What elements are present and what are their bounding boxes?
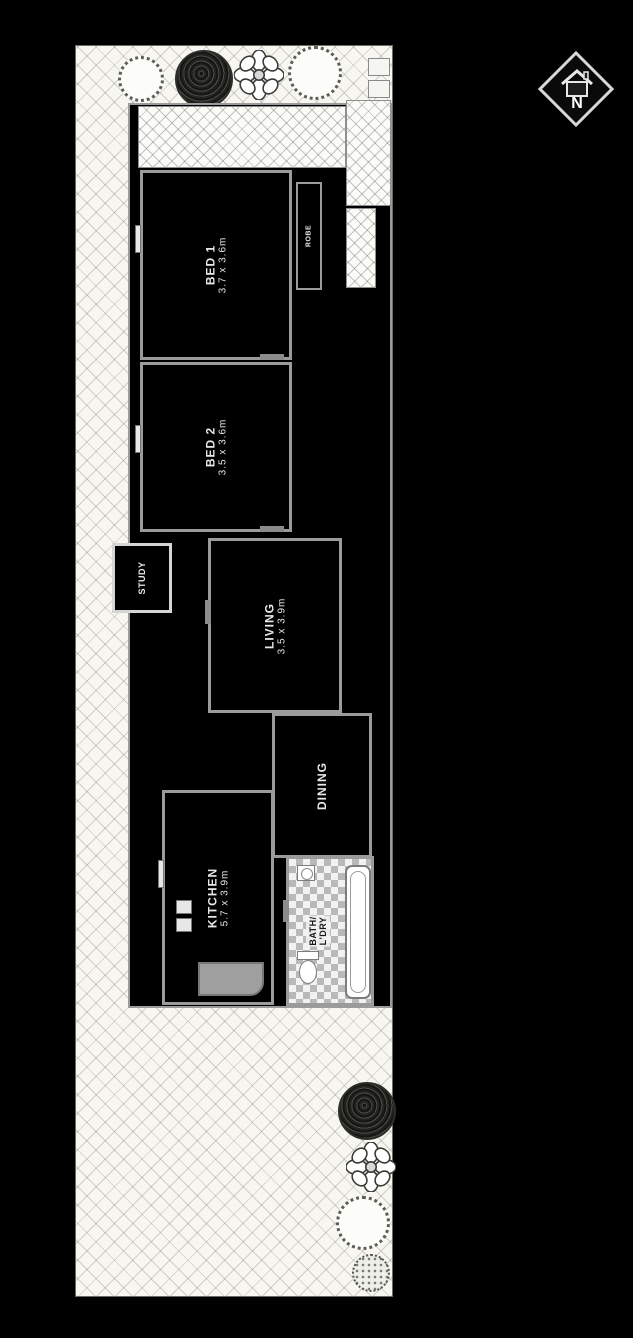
bathtub-basin [350,871,366,993]
room-living: LIVING 3.5 x 3.9m [208,538,342,713]
room-bed1: BED 1 3.7 x 3.6m [140,170,292,360]
room-study: STUDY [112,543,172,613]
window-bed2 [135,425,141,453]
north-label: N [571,95,583,112]
side-garden-strip [346,208,376,288]
room-label: LIVING 3.5 x 3.9m [262,597,288,654]
flower-icon [345,1141,397,1197]
side-porch [346,100,391,206]
front-deck [138,106,346,168]
kitchen-bench [198,962,264,996]
door-bath [283,900,289,922]
door-bed2 [260,526,284,532]
room-bath-laundry: BATH/ L'DRY [286,856,374,1006]
garden-bed-icon [352,1254,390,1292]
room-label: BATH/ L'DRY [305,915,330,947]
entry-steps [368,80,390,98]
house-icon [557,65,597,106]
washbasin-icon [297,865,315,881]
toilet-bowl [299,960,317,984]
room-label: STUDY [137,561,147,595]
shrub-icon [175,50,233,108]
sink-icon [176,918,192,932]
tree-icon [288,46,342,100]
window-bed1 [135,225,141,253]
entry-steps [368,58,390,76]
room-label: BED 2 3.5 x 3.6m [203,418,229,476]
room-bed2: BED 2 3.5 x 3.6m [140,362,292,532]
window-kitchen [158,860,164,888]
tree-icon [336,1196,390,1250]
bathtub-icon [345,865,371,999]
room-label: BED 1 3.7 x 3.6m [203,236,229,294]
door-bed1 [260,354,284,360]
room-label: ROBE [305,224,313,248]
room-label: DINING [315,761,329,810]
stove-icon [176,900,192,914]
room-dining: DINING [272,713,372,858]
room-label: KITCHEN 5.7 x 3.9m [205,867,231,928]
north-compass: N [537,50,615,128]
toilet-icon [297,951,319,960]
flower-icon [233,49,285,105]
shrub-icon [338,1082,396,1140]
room-robe: ROBE [296,182,322,290]
tree-icon [118,56,164,102]
door-living [205,600,211,624]
